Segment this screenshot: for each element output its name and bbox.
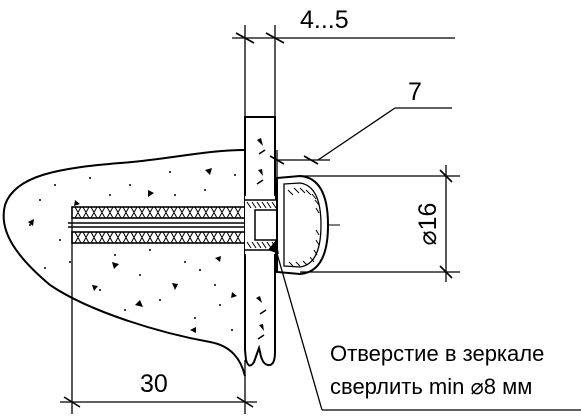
decorative-cap [276, 174, 330, 276]
concrete-wall [2, 149, 246, 377]
dimension-depth: 30 [60, 218, 257, 414]
note-line-2: сверлить min ⌀8 мм [330, 374, 532, 399]
drilling-note: Отверстие в зеркале сверлить min ⌀8 мм [330, 341, 544, 399]
note-line-1: Отверстие в зеркале [330, 341, 544, 366]
dimension-diameter: ⌀16 [300, 165, 460, 282]
dimension-thickness: 4...5 [232, 6, 455, 117]
dimension-thickness-label: 4...5 [300, 6, 349, 34]
dimension-cap-depth-label: 7 [408, 78, 422, 106]
dimension-depth-label: 30 [140, 370, 168, 398]
dimension-cap-depth: 7 [269, 78, 452, 178]
gasket-sleeve [245, 199, 278, 251]
plastic-dowel [71, 206, 246, 244]
note-leader [268, 240, 581, 411]
dimension-diameter-label: ⌀16 [414, 203, 442, 246]
